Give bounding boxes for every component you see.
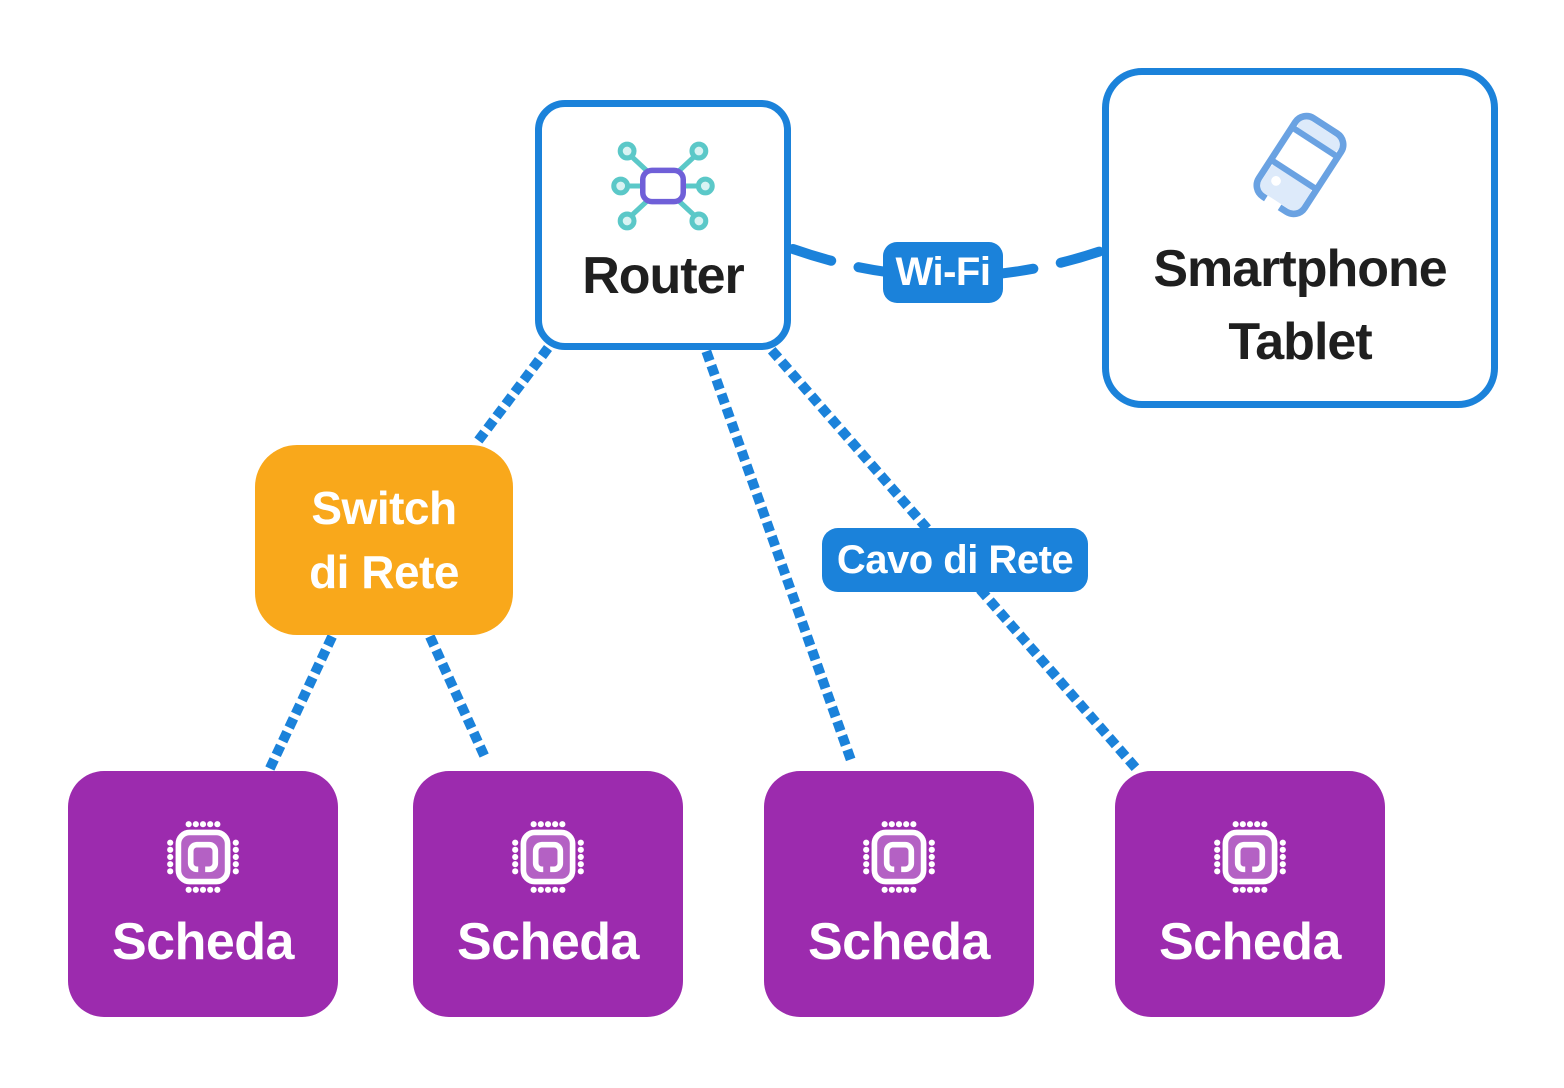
router-hub-icon <box>611 141 715 231</box>
node-scheda-2: Scheda <box>413 771 683 1017</box>
scheda-label: Scheda <box>1159 913 1341 971</box>
node-smartphone-tablet: Smartphone Tablet <box>1102 68 1498 408</box>
smartphone-label-line1: Smartphone <box>1153 240 1447 299</box>
chip-icon <box>1214 821 1286 893</box>
smartphone-icon <box>1253 113 1347 218</box>
scheda-label: Scheda <box>457 913 639 971</box>
edge-router-scheda3 <box>701 349 860 773</box>
node-switch-di-rete: Switch di Rete <box>255 445 513 635</box>
router-label: Router <box>582 246 745 305</box>
scheda-label: Scheda <box>808 913 990 971</box>
node-scheda-3: Scheda <box>764 771 1034 1017</box>
node-scheda-1: Scheda <box>68 771 338 1017</box>
switch-label-line2: di Rete <box>309 546 459 598</box>
chip-icon <box>167 821 239 893</box>
network-cable-edge-label: Cavo di Rete <box>822 528 1088 592</box>
scheda-label: Scheda <box>112 913 294 971</box>
node-scheda-4: Scheda <box>1115 771 1385 1017</box>
smartphone-label-line2: Tablet <box>1228 313 1372 371</box>
node-router: Router <box>535 100 791 350</box>
edge-switch-scheda1 <box>265 634 337 771</box>
switch-label-line1: Switch <box>311 481 457 534</box>
wifi-edge-label: Wi-Fi <box>883 242 1003 303</box>
edge-switch-scheda2 <box>425 634 495 771</box>
edge-router-switch <box>470 344 553 449</box>
chip-icon <box>863 821 935 893</box>
chip-icon <box>512 821 584 893</box>
